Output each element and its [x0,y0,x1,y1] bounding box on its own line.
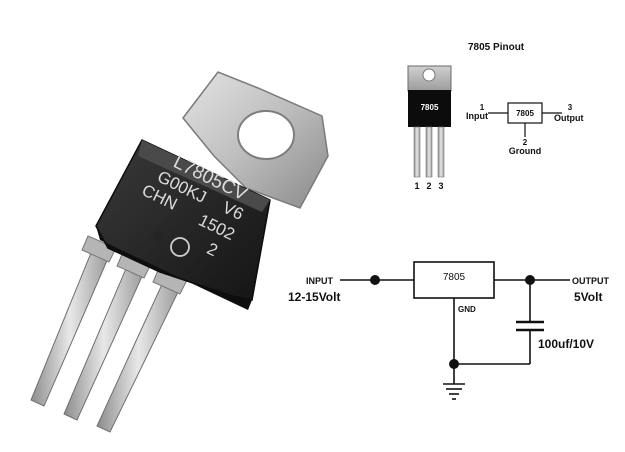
regulator-legs [30,235,188,433]
leg-2 [63,263,145,421]
pinout-section: 7805 Pinout 7805 1 2 3 7805 1 Input 3 Ou… [407,42,584,191]
package-label: 7805 [421,103,439,112]
leg-3 [96,279,181,433]
output-label: OUTPUT [572,276,610,286]
package-body [408,90,451,127]
mounting-hole [237,110,295,160]
pin1-name: Input [466,111,488,121]
pinout-block-label: 7805 [516,109,534,118]
input-junction-dot [370,275,380,285]
capacitor-label: 100uf/10V [538,337,594,351]
pin2-number: 2 [523,138,528,147]
pinout-package: 7805 1 2 3 [407,65,452,191]
ground-junction-dot [449,359,459,369]
pin1-number: 1 [480,103,485,112]
circuit-schematic: 7805 GND 100uf/10V INPUT 12-15Volt OUTPU… [288,261,610,400]
input-label: INPUT [306,276,334,286]
pin3-number: 3 [568,103,573,112]
regulator-block [413,261,495,299]
output-voltage-label: 5Volt [574,290,602,304]
input-voltage-label: 12-15Volt [288,290,340,304]
st-logo-mark [170,237,190,257]
package-pin-number-3: 3 [438,181,443,191]
package-pin-3 [437,126,445,178]
pinout-title: 7805 Pinout [468,42,525,53]
output-junction-dot [525,275,535,285]
ground-symbol [443,383,465,400]
pinout-block-symbol: 7805 1 Input 3 Output 2 Ground [466,102,584,156]
gnd-label: GND [458,305,476,314]
pinout-block [507,102,543,124]
pin-dimple [153,231,163,241]
regulator-block-label: 7805 [443,272,466,283]
pin2-name: Ground [509,146,542,156]
package-pin-number-1: 1 [414,181,419,191]
package-pin-2 [425,126,433,178]
leg-1 [30,247,110,407]
package-pin-number-2: 2 [426,181,431,191]
regulator-photo: L7805CV G00KJ V6 CHN 1502 2 [30,71,329,433]
package-pin-1 [413,126,421,178]
package-hole [422,68,436,82]
pin3-name: Output [554,113,584,123]
